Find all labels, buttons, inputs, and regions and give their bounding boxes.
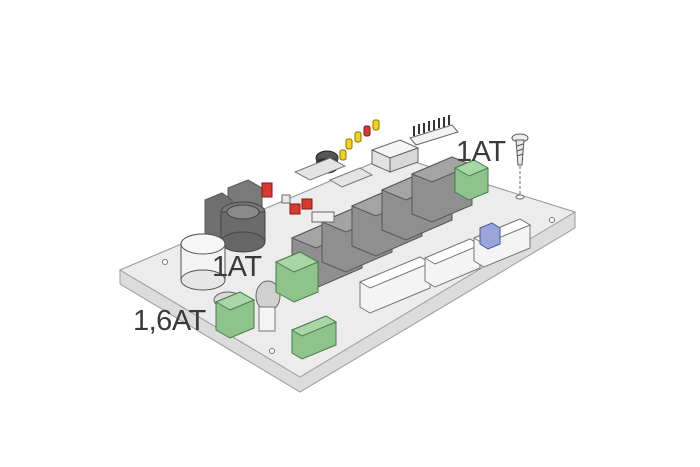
jumpers [261, 182, 335, 223]
relays [290, 156, 474, 289]
capacitor [180, 233, 226, 291]
fuse-label-top: 1AT [456, 136, 506, 168]
terminal-block-left [214, 291, 256, 339]
connector-pins [409, 115, 459, 146]
terminal-strips [358, 218, 532, 314]
terminal-block-bottom [290, 315, 338, 360]
terminal-blocks [214, 159, 490, 360]
transformer [204, 179, 266, 253]
leds [339, 119, 380, 161]
terminal-block-top [453, 159, 490, 201]
fuse-label-left: 1,6AT [133, 305, 206, 337]
fuse-label-middle: 1AT [212, 251, 262, 283]
ic-chips [293, 139, 420, 188]
mounting-screw [511, 133, 529, 200]
terminal-block-middle [274, 251, 320, 303]
